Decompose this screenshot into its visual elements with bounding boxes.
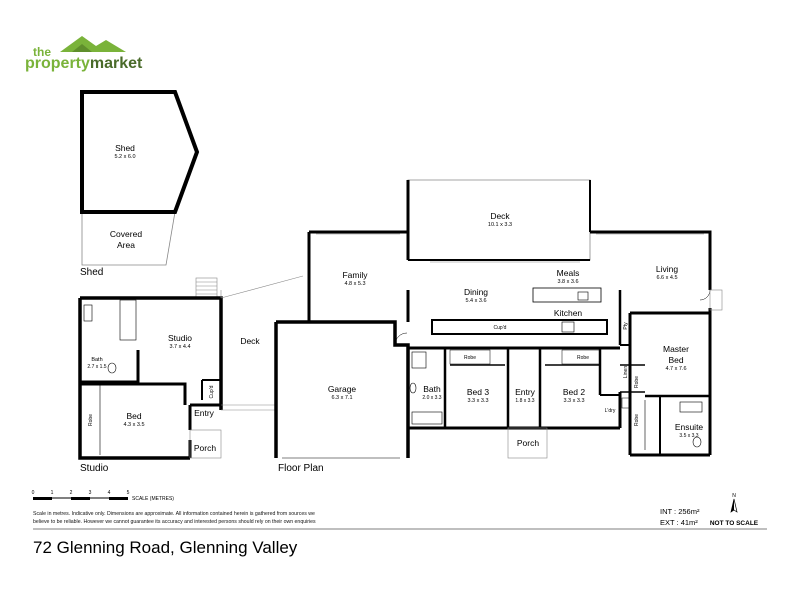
logo-the: the — [33, 45, 51, 59]
pantry-label: Pty — [623, 322, 629, 330]
bath-label: Bath — [423, 384, 441, 394]
covered-area-label-2: Area — [117, 240, 135, 250]
living-dim: 6.6 x 4.5 — [656, 275, 677, 281]
studio-bath-label: Bath — [91, 357, 102, 363]
master-dim: 4.7 x 7.6 — [665, 366, 686, 372]
porch-label: Porch — [517, 438, 539, 448]
floor-plan-section-label: Floor Plan — [278, 463, 324, 474]
bed3-dim: 3.3 x 3.3 — [467, 398, 488, 404]
linen-label: Linen — [623, 366, 629, 378]
logo-roof-icon — [60, 36, 126, 52]
studio-bath-dim: 2.7 x 1.5 — [87, 364, 106, 370]
kitchen-label: Kitchen — [554, 308, 583, 318]
bath-dim: 2.0 x 3.3 — [422, 395, 441, 401]
ldry-label: L'dry — [605, 408, 616, 414]
disclaimer-line-1: Scale in metres. Indicative only. Dimens… — [33, 511, 315, 517]
studio-building: Studio 3.7 x 4.4 Bath 2.7 x 1.5 Bed 4.3 … — [78, 275, 304, 474]
bed3-robe-label: Robe — [464, 355, 476, 361]
scale-tick-1: 1 — [51, 490, 54, 496]
ensuite-label: Ensuite — [675, 422, 704, 432]
studio-robe-label: Robe — [88, 414, 94, 426]
studio-cupd-label: Cup'd — [209, 385, 215, 398]
disclaimer-line-2: believe to be reliable. However we canno… — [33, 519, 316, 525]
kitchen-island — [431, 319, 608, 335]
deck-label: Deck — [490, 211, 510, 221]
scale-bar-label: SCALE (METRES) — [132, 496, 174, 502]
dining-dim: 5.4 x 3.6 — [465, 298, 486, 304]
studio-bed-dim: 4.3 x 3.5 — [123, 422, 144, 428]
scale-tick-2: 2 — [70, 490, 73, 496]
bed2-robe-label: Robe — [577, 355, 589, 361]
entry-label: Entry — [515, 387, 536, 397]
shed-building: Shed 5.2 x 6.0 Covered Area Shed — [80, 90, 200, 278]
shed-room-dim: 5.2 x 6.0 — [114, 154, 135, 160]
scale-tick-4: 4 — [108, 490, 111, 496]
dining-label: Dining — [464, 287, 488, 297]
shed-section-label: Shed — [80, 267, 103, 278]
scale-tick-0: 0 — [32, 490, 35, 496]
not-to-scale: NOT TO SCALE — [710, 520, 759, 527]
living-label: Living — [656, 264, 678, 274]
studio-entry-label: Entry — [194, 408, 215, 418]
covered-area-label-1: Covered — [110, 229, 142, 239]
garage-label: Garage — [328, 384, 357, 394]
compass-letter: N — [732, 493, 736, 499]
bed2-label: Bed 2 — [563, 387, 585, 397]
bed3-label: Bed 3 — [467, 387, 489, 397]
scale-tick-5: 5 — [127, 490, 130, 496]
studio-porch-label: Porch — [194, 443, 216, 453]
scale-bar: 0 1 2 3 4 5 SCALE (METRES) — [32, 490, 175, 502]
studio-room-dim: 3.7 x 4.4 — [169, 344, 190, 350]
meals-dim: 3.8 x 3.6 — [557, 279, 578, 285]
internal-area: INT : 256m² — [660, 507, 700, 516]
bed2-dim: 3.3 x 3.3 — [563, 398, 584, 404]
shed-walls — [80, 90, 200, 214]
main-house: Deck 10.1 x 3.3 Kitche — [274, 179, 723, 474]
deck-dim: 10.1 x 3.3 — [488, 222, 512, 228]
family-label: Family — [342, 270, 368, 280]
north-arrow-icon: N — [730, 493, 738, 513]
external-area: EXT : 41m² — [660, 518, 698, 527]
shed-room-label: Shed — [115, 143, 135, 153]
master-label-2: Bed — [668, 355, 683, 365]
ensuite-dim: 3.5 x 3.3 — [679, 433, 698, 439]
scale-tick-3: 3 — [89, 490, 92, 496]
side-deck-label: Deck — [240, 336, 260, 346]
entry-dim: 1.8 x 3.3 — [515, 398, 534, 404]
studio-room-label: Studio — [168, 333, 192, 343]
robe-b-label: Robe — [634, 414, 640, 426]
meals-label: Meals — [557, 268, 580, 278]
studio-stairs — [195, 277, 218, 299]
brand-logo: the propertymarket — [25, 36, 143, 72]
robe-a-label: Robe — [634, 376, 640, 388]
property-address: 72 Glenning Road, Glenning Valley — [33, 538, 298, 557]
cupd-bench-label: Cup'd — [494, 325, 507, 331]
logo-wordmark: propertymarket — [25, 55, 143, 72]
studio-section-label: Studio — [80, 463, 109, 474]
master-label-1: Master — [663, 344, 689, 354]
studio-bed-label: Bed — [126, 411, 141, 421]
family-dim: 4.8 x 5.3 — [344, 281, 365, 287]
garage-dim: 6.3 x 7.1 — [331, 395, 352, 401]
